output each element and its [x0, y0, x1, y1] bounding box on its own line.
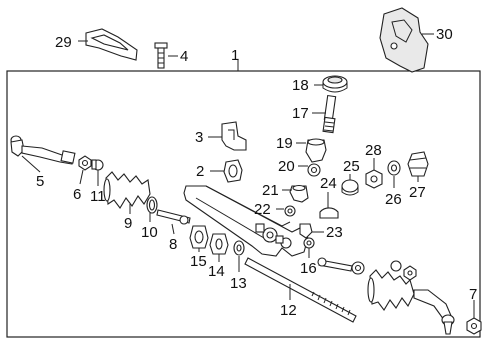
callout-19: 19 [276, 135, 293, 152]
callout-1: 1 [231, 47, 239, 64]
callout-9: 9 [124, 215, 132, 232]
callout-27: 27 [409, 184, 426, 201]
part-25-cap[interactable] [341, 179, 359, 196]
part-5-tie-rod-end-left[interactable] [10, 135, 76, 165]
part-9-boot-left[interactable] [103, 171, 151, 209]
callout-4: 4 [180, 48, 188, 65]
callout-6: 6 [73, 186, 81, 203]
part-23-plug[interactable] [299, 223, 313, 239]
part-15-bushing[interactable] [189, 225, 209, 249]
part-8-inner-tie-rod-left[interactable] [156, 209, 191, 225]
part-1-rack-housing[interactable] [183, 185, 309, 257]
part-7-nut[interactable] [466, 317, 482, 335]
callout-14: 14 [208, 263, 225, 280]
callout-23: 23 [326, 224, 343, 241]
leader-5 [21, 155, 41, 173]
callout-2: 2 [196, 163, 204, 180]
callout-11: 11 [90, 188, 106, 205]
callout-8: 8 [169, 236, 177, 253]
callout-3: 3 [195, 129, 203, 146]
part-10-clamp[interactable] [146, 196, 158, 214]
part-clip-right[interactable] [390, 260, 417, 281]
callout-25: 25 [343, 158, 360, 175]
callout-21: 21 [262, 182, 279, 199]
part-28-nut[interactable] [365, 169, 383, 189]
part-27-bushing[interactable] [407, 151, 429, 177]
callout-29: 29 [55, 34, 72, 51]
part-tie-rod-end-right[interactable] [413, 289, 455, 335]
callout-26: 26 [385, 191, 402, 208]
callout-15: 15 [190, 253, 207, 270]
callout-17: 17 [292, 105, 309, 122]
part-13-ring[interactable] [233, 240, 245, 256]
part-30-cover[interactable] [379, 7, 429, 73]
part-16-nut[interactable] [303, 237, 315, 249]
assembly-frame [6, 70, 481, 338]
leader-6 [79, 169, 84, 185]
part-12-rack[interactable] [244, 257, 357, 323]
part-26-ring[interactable] [387, 160, 401, 176]
callout-18: 18 [292, 77, 309, 94]
callout-22: 22 [254, 201, 271, 218]
part-boot-right[interactable] [367, 269, 415, 311]
part-6-nut[interactable] [78, 155, 92, 171]
part-18-cap[interactable] [322, 75, 348, 93]
part-21-yoke[interactable] [289, 184, 309, 203]
part-3-bracket[interactable] [221, 121, 247, 151]
callout-20: 20 [278, 158, 295, 175]
callout-16: 16 [300, 260, 317, 277]
part-inner-tie-rod-right[interactable] [317, 257, 365, 275]
callout-24: 24 [320, 175, 337, 192]
part-14-bushing[interactable] [209, 233, 229, 255]
leader-8 [171, 223, 175, 235]
part-22-ring[interactable] [284, 205, 296, 217]
callout-28: 28 [365, 142, 382, 159]
callout-5: 5 [36, 173, 44, 190]
part-11-clip[interactable] [91, 159, 104, 171]
part-24-cap[interactable] [319, 207, 339, 219]
callout-10: 10 [141, 224, 158, 241]
part-4-bolt[interactable] [154, 42, 168, 69]
callout-30: 30 [436, 26, 453, 43]
callout-13: 13 [230, 275, 247, 292]
part-20-nut[interactable] [307, 163, 321, 177]
part-29-bracket[interactable] [85, 28, 138, 61]
part-17-pinion[interactable] [322, 94, 337, 134]
callout-7: 7 [469, 286, 477, 303]
part-2-bushing[interactable] [223, 159, 243, 183]
part-19-seal[interactable] [305, 138, 327, 163]
callout-12: 12 [280, 302, 297, 319]
